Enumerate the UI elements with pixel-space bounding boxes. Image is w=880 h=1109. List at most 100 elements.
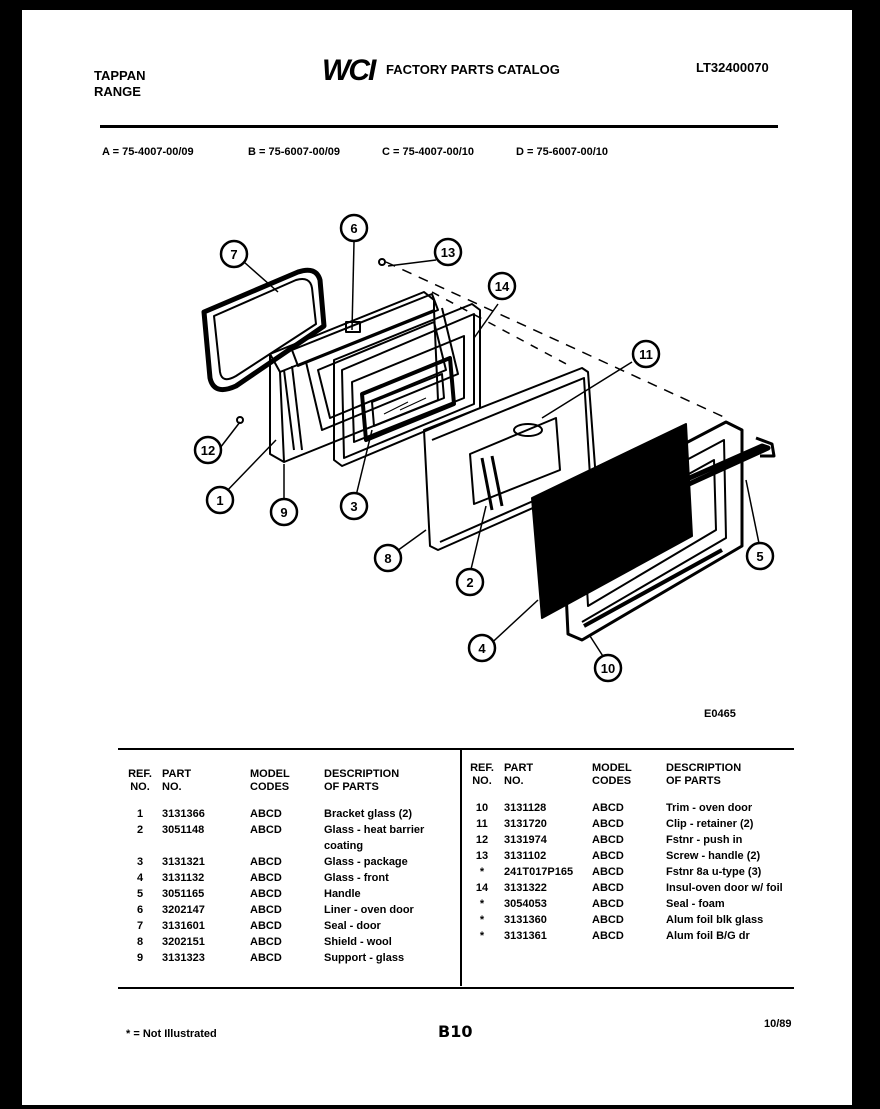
description: Fstnr 8a u-type (3) [666, 866, 762, 878]
ref-no: 6 [136, 904, 144, 916]
part-no: 3131128 [504, 802, 547, 814]
wci-logo: WCI [322, 54, 376, 87]
part-no: 3131366 [162, 808, 205, 820]
model-c: C = 75-4007-00/10 [382, 146, 475, 158]
page-number: B10 [438, 1022, 473, 1041]
callout-label: 12 [201, 443, 215, 458]
ref-no: * [479, 898, 485, 910]
brand-block: TAPPAN RANGE [94, 68, 146, 100]
description: Seal - foam [666, 898, 725, 910]
callout-label: 9 [280, 505, 287, 520]
callout-6: 6 [339, 213, 369, 243]
description: Trim - oven door [666, 802, 753, 814]
ref-no: 8 [136, 936, 144, 948]
callout-4: 4 [467, 633, 497, 663]
description: coating [324, 840, 364, 852]
description: Clip - retainer (2) [666, 818, 754, 830]
part-no: 3131102 [504, 850, 547, 862]
callout-label: 1 [216, 493, 223, 508]
callout-circle [269, 497, 299, 527]
callout-3: 3 [339, 491, 369, 521]
header-part-no: NO. [162, 781, 182, 793]
part-no: 3202151 [162, 936, 205, 948]
callout-14: 14 [487, 271, 517, 301]
callout-label: 8 [384, 551, 391, 566]
model-codes: ABCD [250, 856, 282, 868]
model-codes: ABCD [592, 882, 624, 894]
part-no: 3131360 [504, 914, 547, 926]
description: Liner - oven door [324, 904, 414, 916]
ref-no: 11 [476, 818, 488, 830]
callout-circle [339, 213, 369, 243]
description: Bracket glass (2) [324, 808, 413, 820]
description: Support - glass [324, 952, 405, 964]
callout-circle [373, 543, 403, 573]
model-codes: ABCD [592, 866, 624, 878]
header-model: MODEL [592, 762, 632, 774]
part-no: 3051148 [162, 824, 205, 836]
callout-1: 1 [205, 485, 235, 515]
footnote-not-illustrated: * = Not Illustrated [126, 1028, 217, 1040]
model-codes: ABCD [250, 920, 282, 932]
header-desc-of-parts: OF PARTS [324, 781, 379, 793]
callout-label: 13 [441, 245, 455, 260]
callout-circle [487, 271, 517, 301]
model-codes: ABCD [250, 888, 282, 900]
ref-no: 13 [475, 850, 489, 862]
table-row: 11 3131720 ABCD Clip - retainer (2) [464, 816, 787, 832]
part-no: 3131720 [504, 818, 547, 830]
brand-line-1: TAPPAN [94, 68, 146, 83]
callout-circle [455, 567, 485, 597]
part-screw-handle [378, 258, 386, 266]
part-insulation [333, 303, 481, 467]
ref-no: 2 [136, 824, 144, 836]
model-codes: ABCD [250, 824, 282, 836]
part-no [162, 838, 250, 854]
header-model: MODEL [250, 768, 290, 780]
model-codes: ABCD [250, 904, 282, 916]
callout-10: 10 [593, 653, 623, 683]
ref-no [122, 838, 162, 854]
header-ref-no: NO. [472, 775, 492, 787]
part-no: 3131322 [504, 882, 547, 894]
header-desc-of-parts: OF PARTS [666, 775, 721, 787]
header-rule [100, 125, 778, 128]
callout-8: 8 [373, 543, 403, 573]
table-row: coating [122, 838, 428, 854]
header-desc: DESCRIPTION [666, 762, 742, 774]
callout-label: 11 [639, 347, 653, 362]
model-codes: ABCD [592, 834, 624, 846]
catalog-code: LT32400070 [696, 60, 769, 75]
model-codes: ABCD [592, 818, 624, 830]
callout-2: 2 [455, 567, 485, 597]
callout-circle [219, 239, 249, 269]
model-a: A = 75-4007-00/09 [102, 146, 194, 158]
header-model-codes: CODES [592, 775, 632, 787]
part-no: 241T017P165 [504, 866, 574, 878]
callout-circle [631, 339, 661, 369]
description: Seal - door [324, 920, 381, 932]
callout-label: 3 [350, 499, 357, 514]
part-liner-frame [269, 291, 439, 463]
ref-no: 4 [136, 872, 144, 884]
header-part-no: NO. [504, 775, 524, 787]
part-no: 3054053 [504, 898, 547, 910]
model-codes: ABCD [250, 872, 282, 884]
callout-circle [339, 491, 369, 521]
table-bottom-rule [118, 987, 794, 989]
catalog-title: FACTORY PARTS CATALOG [386, 62, 560, 77]
callout-circle [433, 237, 463, 267]
